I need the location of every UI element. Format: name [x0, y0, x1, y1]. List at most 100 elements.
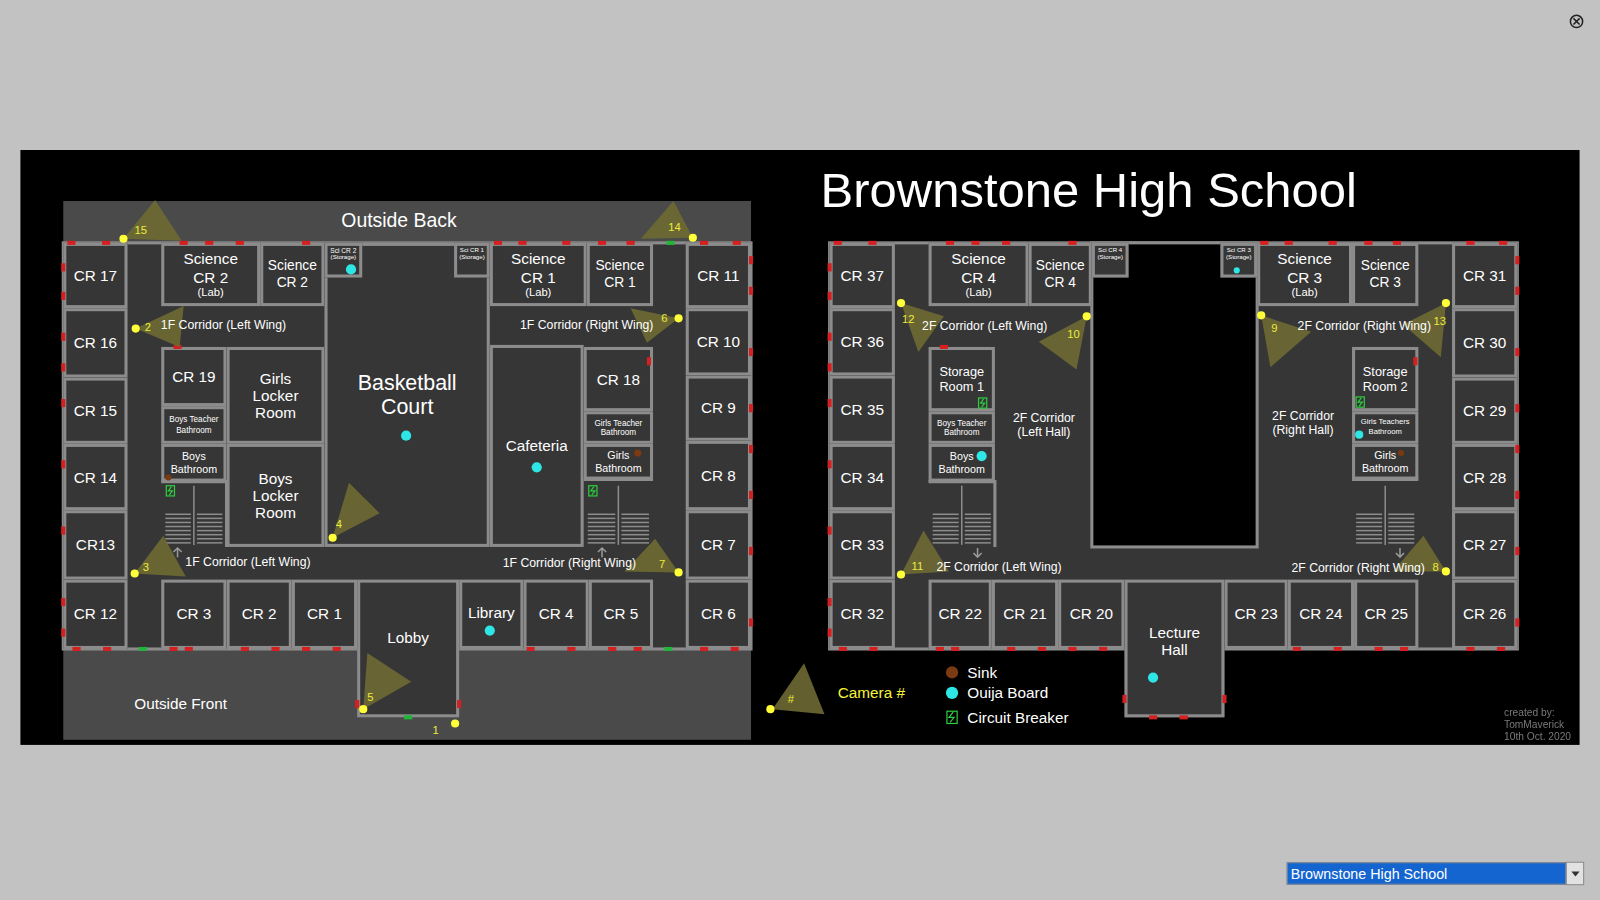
room-box: CR 4: [523, 580, 588, 649]
room-box: Lecture Hall: [1124, 580, 1224, 718]
room-box: CR 24: [1288, 580, 1354, 649]
camera-number: 13: [1434, 315, 1447, 328]
corridor-label: 1F Corridor (Right Wing): [520, 318, 653, 332]
room-name: Girls Teacher Bathroom: [587, 418, 650, 437]
corridor-label: 1F Corridor (Right Wing): [503, 557, 636, 571]
room-box: Basketball Court Sci CR 2(Storage) Sci CR …: [324, 243, 489, 547]
room-name: CR 31: [1463, 267, 1506, 285]
room-box: CR 14: [63, 444, 127, 510]
camera-number: 5: [367, 690, 373, 703]
room-name: CR 2: [242, 605, 277, 623]
camera-number: 11: [912, 560, 924, 573]
room-box: CR 19: [161, 347, 226, 406]
room-name: Boys Teacher Bathroom: [932, 418, 992, 437]
room-name: Girls Bathroom: [593, 449, 644, 474]
room-box: Girls Teacher Bathroom: [584, 411, 653, 444]
dropdown-button: [1566, 862, 1583, 884]
room-box: CR 20: [1058, 580, 1124, 649]
doors: [63, 243, 1517, 717]
camera-number: 6: [661, 312, 667, 325]
room-box: Science CR 4(Lab): [929, 243, 1029, 306]
room-name: CR 21: [1003, 605, 1046, 623]
map-panel: [20, 150, 1579, 745]
corridor-label: 2F Corridor (Left Wing): [936, 560, 1061, 574]
room-name: Science CR 3: [1355, 259, 1415, 291]
legend-text: Sink: [967, 664, 997, 682]
room-box: Sci CR 4(Storage): [1092, 243, 1129, 278]
map-title: Brownstone High School: [821, 162, 1357, 218]
room-name: CR 17: [74, 267, 117, 285]
camera-number: 8: [1433, 561, 1439, 574]
room-name: CR 24: [1299, 605, 1342, 623]
room-box: Cafeteria: [490, 345, 584, 547]
room-name: Lobby: [387, 629, 429, 647]
room-name: Sci CR 1: [460, 247, 484, 254]
room-box: CR 2: [227, 580, 292, 649]
room-box: Science CR 3: [1352, 243, 1418, 306]
room-box: Sci CR 3(Storage): [1220, 243, 1257, 278]
room-name: Science CR 1: [508, 250, 569, 285]
room-name: Cafeteria: [506, 437, 568, 455]
room-name: CR 37: [841, 267, 884, 285]
room-name: Girls Teachers Bathroom: [1355, 419, 1415, 437]
room-name: (Lab): [965, 286, 991, 299]
room-name: CR 8: [701, 467, 736, 485]
camera-number: 9: [1271, 322, 1277, 335]
corridor-label: 1F Corridor (Left Wing): [161, 318, 286, 332]
room-box: CR 34: [830, 444, 895, 510]
room-box: CR 9: [686, 376, 751, 441]
room-name: Girls Locker Room: [240, 369, 311, 422]
room-box: Science CR 4: [1029, 243, 1092, 306]
room-box: CR 17: [63, 243, 127, 308]
room-name: Lecture Hall: [1144, 623, 1205, 658]
room-name: Storage Room 1: [932, 364, 992, 393]
room-name: CR 10: [697, 333, 740, 351]
room-box: Girls Teachers Bathroom: [1352, 411, 1418, 444]
room-name: Science CR 2: [263, 259, 321, 291]
camera-number: 2: [145, 321, 151, 334]
room-box: Sci CR 2(Storage): [324, 243, 362, 278]
camera-number: 7: [659, 558, 665, 571]
camera-number: 14: [668, 221, 681, 234]
legend-swatch: [946, 687, 958, 699]
room-name: Basketball Court: [346, 370, 468, 419]
room-name: (Storage): [459, 254, 485, 261]
camera-cones: [123, 200, 1445, 714]
room-box: CR 18: [584, 347, 653, 411]
room-box: CR 25: [1354, 580, 1418, 649]
open-void: [1092, 243, 1257, 547]
room-box: Boys Bathroom: [161, 444, 226, 482]
camera-number: 1: [433, 724, 439, 737]
room-name: CR 19: [172, 368, 215, 386]
room-box: CR 30: [1452, 308, 1517, 377]
legend-text: Camera #: [838, 684, 905, 702]
room-name: CR 26: [1463, 605, 1506, 623]
room-box: Science CR 3(Lab): [1257, 243, 1352, 306]
room-name: CR 1: [307, 605, 342, 623]
room-name: Boys Bathroom: [168, 450, 219, 475]
room-name: Science CR 3: [1274, 250, 1335, 285]
room-box: CR13: [63, 510, 127, 579]
room-name: (Storage): [331, 255, 357, 262]
room-box: Science CR 2: [260, 243, 324, 306]
room-name: CR 14: [74, 468, 117, 486]
room-name: Science CR 4: [1032, 259, 1089, 291]
room-name: CR 15: [74, 402, 117, 420]
room-box: CR 15: [63, 378, 127, 444]
legend-text: Ouija Board: [967, 684, 1048, 702]
camera-number: 15: [135, 224, 148, 237]
room-box: Science CR 1: [587, 243, 653, 306]
room-box: Storage Room 1: [929, 347, 995, 411]
room-name: Girls Bathroom: [1360, 449, 1411, 474]
room-box: CR 33: [830, 510, 895, 579]
room-name: (Storage): [1097, 254, 1123, 261]
room-box: Boys Teacher Bathroom: [929, 411, 995, 444]
room-name: CR 7: [701, 536, 736, 554]
corridor-label: 2F Corridor (Left Wing): [922, 319, 1047, 333]
room-name: (Storage): [1226, 254, 1252, 261]
room-name: Boys Bathroom: [936, 450, 987, 475]
room-box: CR 31: [1452, 243, 1517, 308]
room-name: CR 27: [1463, 536, 1506, 554]
room-box: Library: [459, 580, 523, 649]
room-name: Sci CR 4: [1098, 247, 1122, 254]
